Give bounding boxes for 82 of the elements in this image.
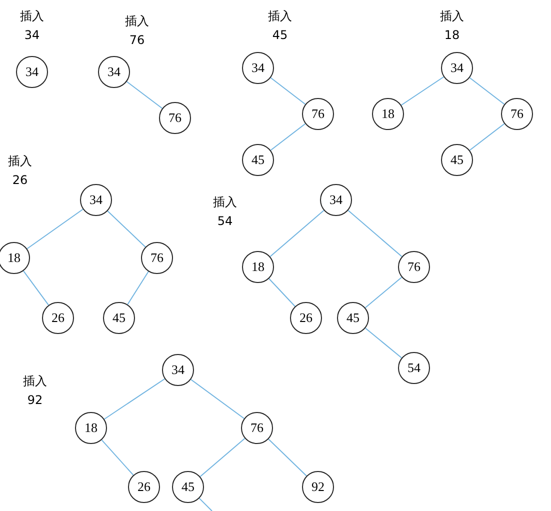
tree-edge [101,439,134,476]
tree-node-circle [302,471,334,503]
node-value: 34 [330,192,342,208]
node-value: 92 [312,479,324,495]
node-value: 76 [150,250,164,266]
node-value: 34 [108,64,120,80]
tree-edge [268,278,296,307]
tree-node-circle [398,352,430,384]
tree-node-circle [172,471,204,503]
node-value: 45 [346,310,360,326]
tree-node-circle [372,98,404,130]
node-value: 18 [84,420,98,436]
tree-node-circle [98,56,130,88]
node-value: 34 [172,362,184,378]
tree-node-circle [128,471,160,503]
tree-edge [348,210,402,258]
tree-edge [270,123,306,151]
insert-step-label: 插入 34 [19,8,45,44]
tree-node-circle [242,144,274,176]
tree-edge [469,77,505,105]
node-value: 26 [138,479,150,495]
tree-edge [126,81,163,109]
tree-edge [364,276,402,308]
tree-node-circle [441,144,473,176]
node-value: 76 [408,259,420,275]
tree-edge [22,270,50,306]
tree-edge [198,498,212,511]
tree-node-circle [320,184,352,216]
tree-edge [190,378,245,420]
node-value: 76 [250,420,264,436]
tree-node-circle [42,302,74,334]
node-value: 45 [252,152,264,168]
node-value: 45 [112,310,126,326]
tree-node-circle [242,251,274,283]
insert-step-label: 插入 54 [212,194,238,230]
tree-edge [268,438,307,476]
tree-node-circle [398,251,430,283]
tree-node-circle [159,102,191,134]
node-value: 76 [312,106,324,122]
tree-node-circle [337,302,369,334]
tree-edge [400,76,444,106]
node-value: 26 [52,310,64,326]
tree-edge [270,210,324,258]
tree-edge [270,77,306,105]
insert-step-label: 插入 26 [7,153,33,189]
node-value: 34 [252,60,264,76]
tree-node-circle [242,52,274,84]
node-value: 34 [450,60,464,76]
node-value: 26 [300,310,312,326]
tree-edge [107,210,146,248]
insert-step-label: 插入 45 [267,8,293,44]
tree-edge [26,208,84,250]
node-value: 76 [510,106,524,122]
tree-node-circle [162,354,194,386]
tree-node-circle [141,242,173,274]
node-value: 18 [252,259,264,275]
tree-edge [469,123,505,151]
tree-node-circle [501,98,533,130]
node-value: 18 [382,106,394,122]
tree-node-circle [103,302,135,334]
node-value: 18 [8,250,20,266]
tree-edge [104,378,166,420]
node-value: 45 [182,479,194,495]
tree-edge [127,271,149,305]
node-value: 34 [26,64,38,80]
tree-node-circle [441,52,473,84]
insert-step-label: 插入 76 [124,13,150,49]
tree-node-circle [80,184,112,216]
tree-node-circle [302,98,334,130]
tree-edge [200,438,246,478]
insert-step-label: 插入 18 [439,8,465,44]
tree-node-circle [0,242,30,274]
tree-edge [364,328,402,358]
node-value: 34 [90,192,102,208]
node-value: 54 [408,360,420,376]
tree-node-circle [241,412,273,444]
node-value: 45 [450,152,464,168]
insert-step-label: 插入 92 [22,373,48,409]
tree-node-circle [290,302,322,334]
node-value: 76 [168,110,182,126]
tree-node-circle [16,56,48,88]
tree-node-circle [75,412,107,444]
